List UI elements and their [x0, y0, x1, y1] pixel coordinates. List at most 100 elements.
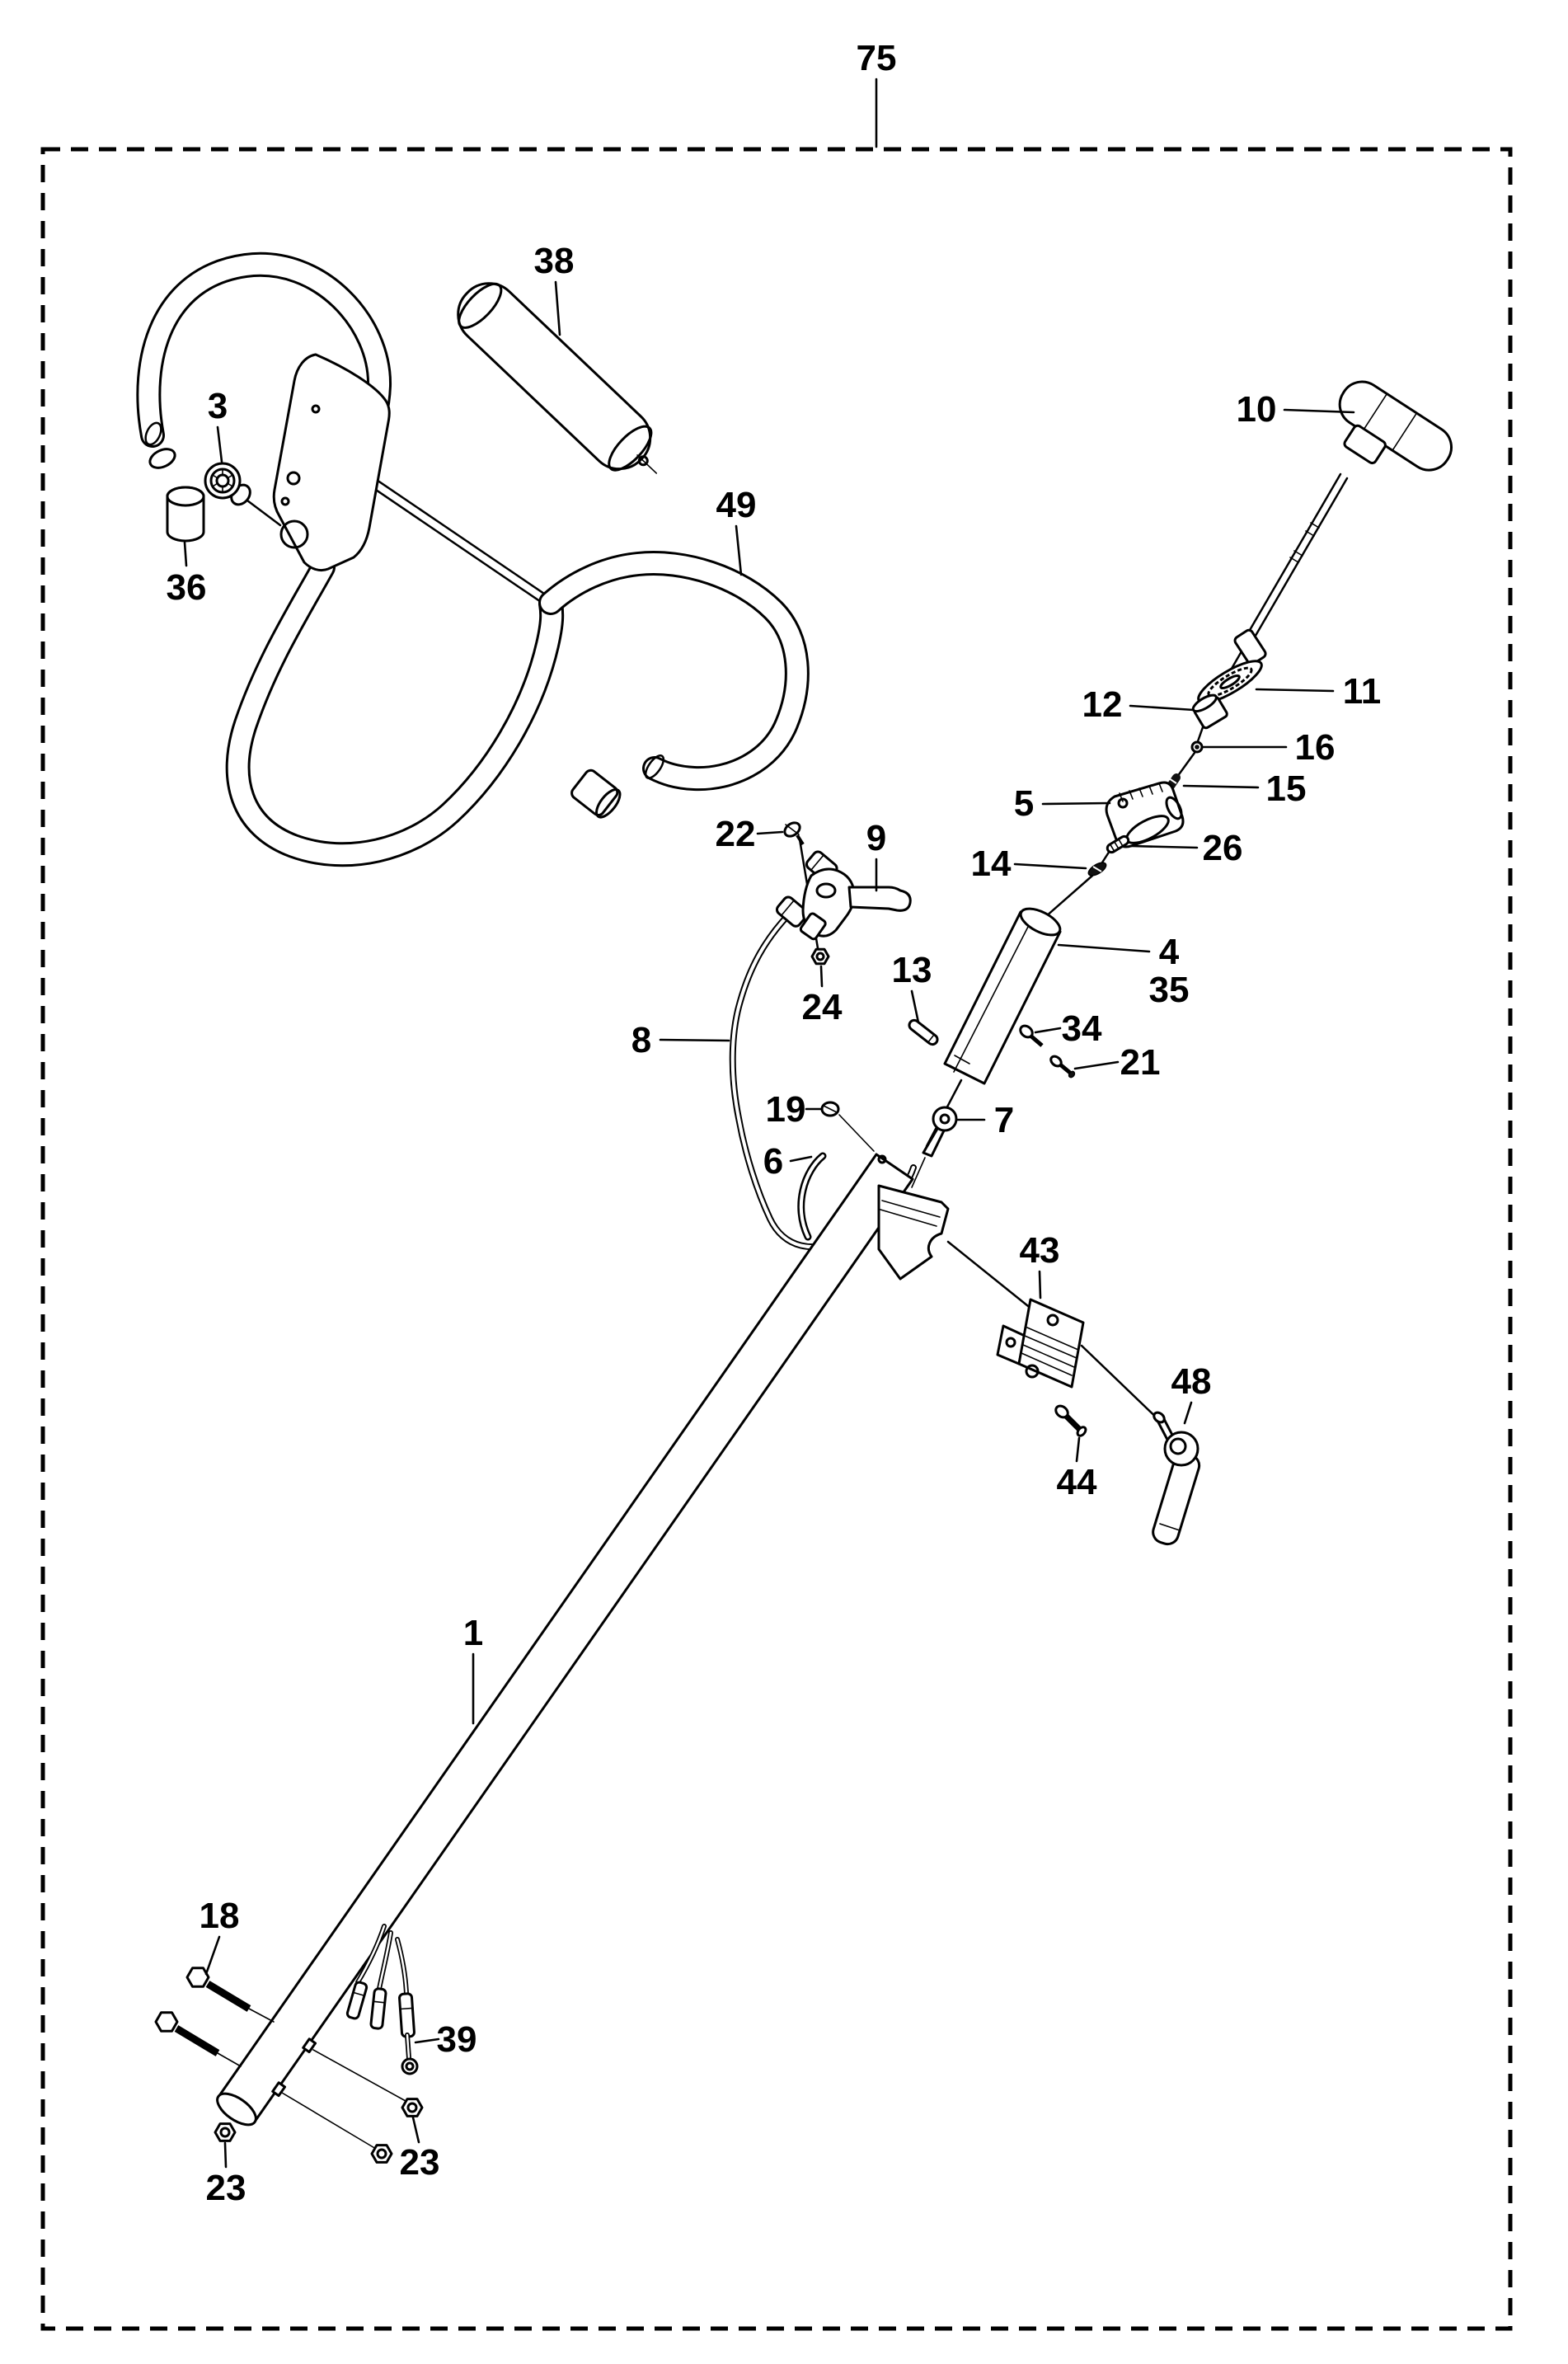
leader-line-49-4: [735, 524, 743, 576]
leader-line-14-12: [1013, 862, 1087, 870]
wire-eyelet: [401, 2057, 419, 2075]
end-cap-36: [166, 486, 205, 543]
shaft-screw-hole: [877, 1154, 887, 1164]
leader-line-6-23: [789, 1155, 813, 1163]
bushing-12: [1191, 693, 1228, 730]
shaft-clamp-housing: [877, 1184, 950, 1281]
cable-adjuster-barrel: [775, 895, 809, 928]
leader-line-24-15: [819, 965, 824, 988]
part-label-49-4: 49: [716, 485, 757, 525]
part-label-4-17: 4: [1159, 932, 1180, 972]
shaft-stud: [271, 2081, 287, 2098]
part-label-7-24: 7: [994, 1100, 1014, 1140]
leader-line-21-20: [1073, 1060, 1120, 1070]
part-label-44-27: 44: [1057, 1462, 1097, 1502]
shaft-tube-end-face: [216, 2092, 257, 2127]
leader-line-34-19: [1034, 1027, 1062, 1034]
clamp-5: [1105, 781, 1185, 848]
housing-slot: [815, 882, 837, 899]
s-bend-end-face: [644, 754, 665, 779]
t-knob-10: [1233, 380, 1453, 665]
wiring-harness-39: [345, 1924, 419, 2075]
screw-19: [820, 1101, 875, 1152]
part-label-6-23: 6: [763, 1141, 783, 1182]
plate-hole: [286, 471, 301, 486]
screw-21: [1049, 1055, 1076, 1079]
part-label-3-2: 3: [208, 386, 228, 426]
leader-line-26-11: [1129, 844, 1199, 849]
leader-line-48-26: [1183, 1401, 1193, 1425]
part-label-38-1: 38: [534, 241, 575, 281]
part-label-24-15: 24: [802, 987, 843, 1027]
shaft-tube-1: [217, 1153, 914, 2123]
part-label-13-16: 13: [892, 950, 932, 990]
leader-line-23-32: [411, 2116, 420, 2144]
part-label-14-12: 14: [971, 844, 1012, 884]
nut-23: [214, 2122, 237, 2142]
part-label-5-10: 5: [1014, 783, 1034, 824]
clip-26: [1106, 834, 1130, 854]
part-label-36-3: 36: [167, 567, 207, 608]
loop-handle-lower-tube: [225, 555, 565, 867]
leader-line-22-13: [756, 830, 784, 835]
screw-34: [1019, 1024, 1044, 1047]
part-label-23-31: 23: [206, 2168, 246, 2208]
part-label-11-6: 11: [1343, 671, 1382, 712]
housing-to-bracket-line: [946, 1240, 1042, 1318]
part-label-12-7: 12: [1082, 684, 1123, 725]
leader-line-36-3: [183, 541, 188, 567]
housing-tab: [799, 912, 827, 941]
screw-16: [1190, 740, 1204, 754]
part-label-8-21: 8: [631, 1020, 651, 1060]
part-label-15-9: 15: [1266, 768, 1307, 809]
leader-line-23-31: [223, 2141, 228, 2169]
part-label-16-8: 16: [1295, 727, 1336, 768]
clamp-lever-48: [1152, 1411, 1201, 1546]
handle-end-ring: [148, 448, 176, 469]
leader-line-44-27: [1075, 1436, 1081, 1463]
loop-handle-end-face: [144, 421, 162, 446]
foam-grip-38: [457, 282, 658, 474]
part-label-19-22: 19: [766, 1089, 806, 1130]
part-label-48-26: 48: [1171, 1361, 1212, 1402]
leader-line-13-16: [910, 989, 920, 1024]
nut-24: [810, 947, 830, 966]
boom-axis-parts: [908, 380, 1453, 1148]
plate-hole: [311, 404, 321, 414]
bolt-44: [1054, 1404, 1087, 1437]
part-label-9-14: 9: [866, 818, 886, 858]
leader-line-3-2: [216, 425, 223, 463]
cable-eyelet-7: [911, 1106, 958, 1188]
part-label-35-18: 35: [1149, 970, 1190, 1010]
nut-23: [401, 2098, 424, 2117]
handle-mount-plate: [272, 353, 391, 572]
leader-line-39-30: [414, 2037, 440, 2044]
knob-threaded-rod: [1251, 477, 1349, 642]
plate-hole-large: [279, 519, 309, 549]
part-label-34-19: 34: [1062, 1008, 1102, 1049]
s-bend-end-cap: [570, 768, 622, 819]
part-label-39-30: 39: [437, 2019, 477, 2060]
leader-line-38-1: [554, 280, 561, 336]
shaft-stud: [302, 2037, 317, 2054]
diagram-border: [40, 147, 1513, 2331]
leader-line-10-5: [1283, 408, 1355, 414]
leader-line-18-29: [204, 1935, 221, 1976]
clamp-bracket-group: [996, 1298, 1201, 1546]
part-label-22-13: 22: [716, 814, 756, 854]
bracket-to-lever-line: [1080, 1344, 1167, 1427]
bolt-18: [185, 1967, 275, 2023]
pin-13: [908, 1018, 939, 1046]
part-label-1-28: 1: [463, 1613, 483, 1653]
part-label-23-32: 23: [400, 2142, 440, 2183]
leader-line-8-21: [659, 1038, 730, 1042]
screw-22: [783, 821, 805, 846]
leader-line-11-6: [1255, 688, 1335, 693]
part-label-26-11: 26: [1203, 828, 1243, 868]
nut-23: [370, 2144, 393, 2164]
o-ring-14: [1087, 862, 1107, 877]
bracket-43: [996, 1298, 1085, 1389]
shaft-assembly: [154, 1101, 1042, 2164]
